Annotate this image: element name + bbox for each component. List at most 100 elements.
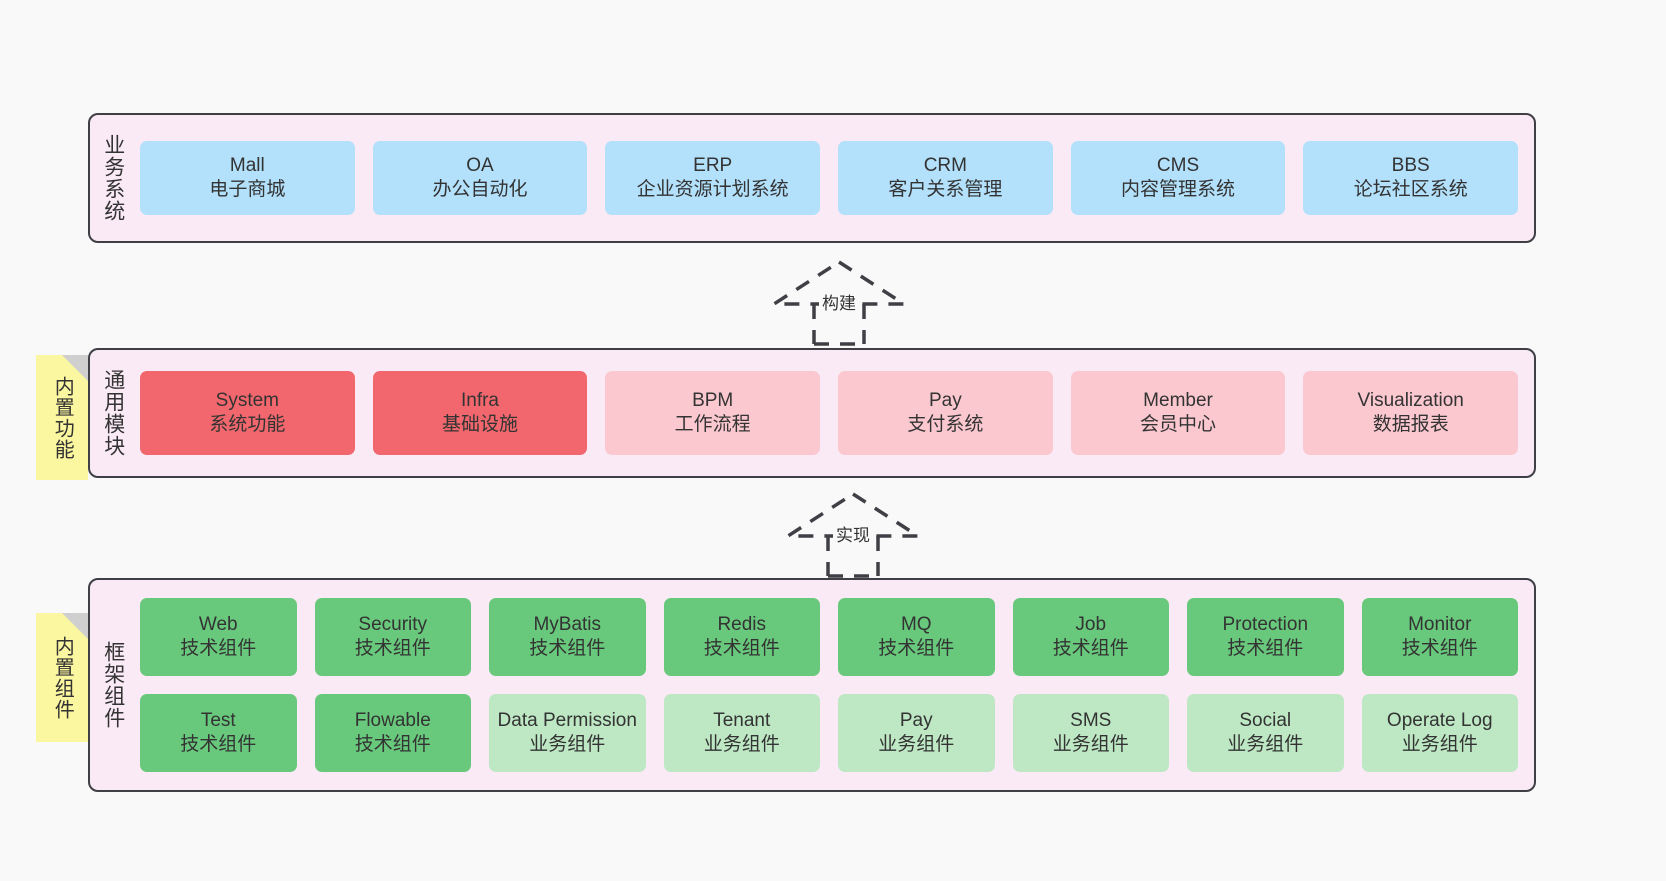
card-title: Visualization — [1357, 389, 1464, 411]
card-title: Mall — [229, 154, 265, 176]
card-subtitle: 技术组件 — [180, 638, 257, 659]
card-test[interactable]: Test 技术组件 — [140, 694, 297, 772]
card-subtitle: 业务组件 — [1227, 734, 1304, 755]
card-security[interactable]: Security 技术组件 — [314, 598, 471, 676]
layer-cards-framework-components: Web 技术组件 Security 技术组件 MyBatis 技术组件 Redi… — [136, 580, 1534, 790]
card-title: BPM — [692, 389, 734, 411]
card-title: Monitor — [1408, 613, 1472, 635]
layer-business-systems: 业务系统 Mall 电子商城 OA 办公自动化 ERP 企业资源计划系统 CRM… — [88, 113, 1536, 243]
sticky-note-builtin-features: 内置功能 — [36, 355, 88, 480]
card-title: Member — [1143, 389, 1213, 411]
card-operate-log[interactable]: Operate Log 业务组件 — [1361, 694, 1518, 772]
connector-label-build: 构建 — [819, 289, 859, 314]
sticky-note-label: 内置组件 — [51, 635, 74, 720]
card-title: MQ — [900, 613, 932, 635]
layer-title-business-systems: 业务系统 — [101, 134, 125, 222]
card-subtitle: 技术组件 — [180, 734, 257, 755]
card-erp[interactable]: ERP 企业资源计划系统 — [605, 141, 821, 215]
card-oa[interactable]: OA 办公自动化 — [372, 141, 588, 215]
card-title: SMS — [1070, 709, 1112, 731]
sticky-note-builtin-components: 内置组件 — [36, 613, 88, 742]
card-title: Flowable — [354, 709, 431, 731]
card-subtitle: 技术组件 — [354, 734, 431, 755]
card-title: BBS — [1391, 154, 1430, 176]
card-title: Social — [1239, 709, 1292, 731]
card-redis[interactable]: Redis 技术组件 — [663, 598, 820, 676]
layer-title-common-modules: 通用模块 — [101, 369, 125, 457]
card-subtitle: 论坛社区系统 — [1353, 179, 1468, 200]
folded-corner-icon — [62, 355, 88, 381]
card-row: Mall 电子商城 OA 办公自动化 ERP 企业资源计划系统 CRM 客户关系… — [140, 141, 1519, 215]
card-system[interactable]: System 系统功能 — [140, 371, 355, 455]
card-title: Tenant — [713, 709, 771, 731]
card-title: Pay — [928, 389, 962, 411]
card-web[interactable]: Web 技术组件 — [140, 598, 297, 676]
layer-common-modules: 通用模块 System 系统功能 Infra 基础设施 BPM 工作流程 Pay… — [88, 348, 1536, 478]
card-title: CRM — [923, 154, 967, 176]
card-title: Redis — [717, 613, 767, 635]
card-title: CMS — [1156, 154, 1200, 176]
card-subtitle: 业务组件 — [878, 734, 955, 755]
card-subtitle: 企业资源计划系统 — [636, 179, 789, 200]
card-title: ERP — [693, 154, 733, 176]
card-subtitle: 业务组件 — [1401, 734, 1478, 755]
card-row: Web 技术组件 Security 技术组件 MyBatis 技术组件 Redi… — [140, 598, 1518, 676]
card-subtitle: 支付系统 — [907, 414, 984, 435]
card-mq[interactable]: MQ 技术组件 — [838, 598, 995, 676]
card-subtitle: 技术组件 — [354, 638, 431, 659]
card-data-permission[interactable]: Data Permission 业务组件 — [489, 694, 646, 772]
card-protection[interactable]: Protection 技术组件 — [1187, 598, 1344, 676]
card-title: Job — [1075, 613, 1107, 635]
connector-build: 构建 — [744, 256, 934, 346]
card-title: Test — [200, 709, 236, 731]
card-title: Operate Log — [1386, 709, 1493, 731]
layer-cards-business-systems: Mall 电子商城 OA 办公自动化 ERP 企业资源计划系统 CRM 客户关系… — [136, 115, 1534, 241]
card-social[interactable]: Social 业务组件 — [1187, 694, 1344, 772]
card-subtitle: 技术组件 — [1401, 638, 1478, 659]
sticky-note-label: 内置功能 — [51, 375, 74, 460]
card-subtitle: 数据报表 — [1372, 414, 1449, 435]
card-flowable[interactable]: Flowable 技术组件 — [314, 694, 471, 772]
card-title: Protection — [1222, 613, 1309, 635]
card-subtitle: 技术组件 — [878, 638, 955, 659]
card-cms[interactable]: CMS 内容管理系统 — [1070, 141, 1286, 215]
card-monitor[interactable]: Monitor 技术组件 — [1361, 598, 1518, 676]
card-member[interactable]: Member 会员中心 — [1070, 371, 1286, 455]
card-title: Infra — [460, 389, 500, 411]
card-subtitle: 办公自动化 — [432, 179, 528, 200]
card-tenant[interactable]: Tenant 业务组件 — [663, 694, 820, 772]
card-bbs[interactable]: BBS 论坛社区系统 — [1303, 141, 1519, 215]
layer-cards-common-modules: System 系统功能 Infra 基础设施 BPM 工作流程 Pay 支付系统… — [136, 350, 1534, 476]
card-subtitle: 技术组件 — [703, 638, 780, 659]
card-title: OA — [466, 154, 494, 176]
card-pay-component[interactable]: Pay 业务组件 — [838, 694, 995, 772]
card-subtitle: 基础设施 — [442, 414, 519, 435]
card-crm[interactable]: CRM 客户关系管理 — [838, 141, 1053, 215]
card-subtitle: 系统功能 — [209, 414, 286, 435]
card-sms[interactable]: SMS 业务组件 — [1012, 694, 1169, 772]
folded-corner-icon — [62, 613, 88, 639]
card-subtitle: 客户关系管理 — [888, 179, 1003, 200]
card-mall[interactable]: Mall 电子商城 — [140, 141, 355, 215]
card-subtitle: 业务组件 — [529, 734, 606, 755]
card-subtitle: 技术组件 — [529, 638, 606, 659]
card-title: Pay — [899, 709, 933, 731]
card-mybatis[interactable]: MyBatis 技术组件 — [489, 598, 646, 676]
layer-framework-components: 框架组件 Web 技术组件 Security 技术组件 MyBatis 技术组件… — [88, 578, 1536, 792]
card-subtitle: 技术组件 — [1227, 638, 1304, 659]
card-title: Data Permission — [497, 709, 637, 731]
card-subtitle: 技术组件 — [1052, 638, 1129, 659]
card-row: System 系统功能 Infra 基础设施 BPM 工作流程 Pay 支付系统… — [140, 371, 1519, 455]
card-subtitle: 业务组件 — [1052, 734, 1129, 755]
card-job[interactable]: Job 技术组件 — [1012, 598, 1169, 676]
card-subtitle: 业务组件 — [703, 734, 780, 755]
card-title: MyBatis — [533, 613, 602, 635]
card-title: System — [215, 389, 280, 411]
card-subtitle: 内容管理系统 — [1121, 179, 1236, 200]
connector-implement: 实现 — [758, 488, 948, 578]
card-bpm[interactable]: BPM 工作流程 — [605, 371, 821, 455]
card-visualization[interactable]: Visualization 数据报表 — [1303, 371, 1519, 455]
card-row: Test 技术组件 Flowable 技术组件 Data Permission … — [140, 694, 1518, 772]
card-pay-module[interactable]: Pay 支付系统 — [838, 371, 1053, 455]
card-infra[interactable]: Infra 基础设施 — [372, 371, 588, 455]
